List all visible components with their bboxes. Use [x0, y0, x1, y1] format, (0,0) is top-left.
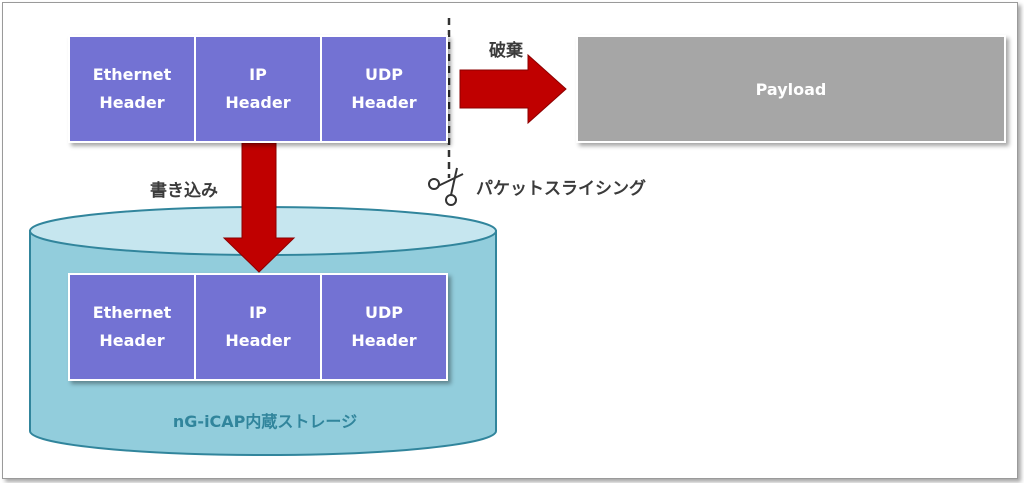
- storage-ip-header: IP Header: [194, 273, 322, 381]
- cell-line2: Header: [225, 331, 291, 350]
- top-ethernet-header: Ethernet Header: [68, 35, 196, 143]
- write-arrow: [222, 142, 296, 273]
- top-udp-header: UDP Header: [320, 35, 448, 143]
- cell-line2: Header: [351, 331, 417, 350]
- scissors-icon: [428, 167, 464, 206]
- cell-line2: Header: [99, 93, 165, 112]
- cell-line1: IP: [249, 303, 267, 322]
- top-ip-header: IP Header: [194, 35, 322, 143]
- cell-line2: Header: [225, 93, 291, 112]
- payload-box: Payload: [576, 35, 1006, 143]
- cell-line1: Ethernet: [92, 65, 172, 84]
- payload-label: Payload: [755, 79, 827, 99]
- discard-label: 破棄: [489, 41, 523, 61]
- storage-ethernet-header: Ethernet Header: [68, 273, 196, 381]
- cell-line2: Header: [99, 331, 165, 350]
- storage-udp-header: UDP Header: [320, 273, 448, 381]
- cell-line2: Header: [351, 93, 417, 112]
- cell-line1: Ethernet: [92, 303, 172, 322]
- slicing-label: パケットスライシング: [476, 179, 646, 199]
- cell-line1: UDP: [365, 303, 403, 322]
- write-label: 書き込み: [150, 181, 218, 201]
- storage-label: nG-iCAP内蔵ストレージ: [172, 412, 358, 431]
- discard-arrow: [459, 53, 567, 125]
- cell-line1: UDP: [365, 65, 403, 84]
- cell-line1: IP: [249, 65, 267, 84]
